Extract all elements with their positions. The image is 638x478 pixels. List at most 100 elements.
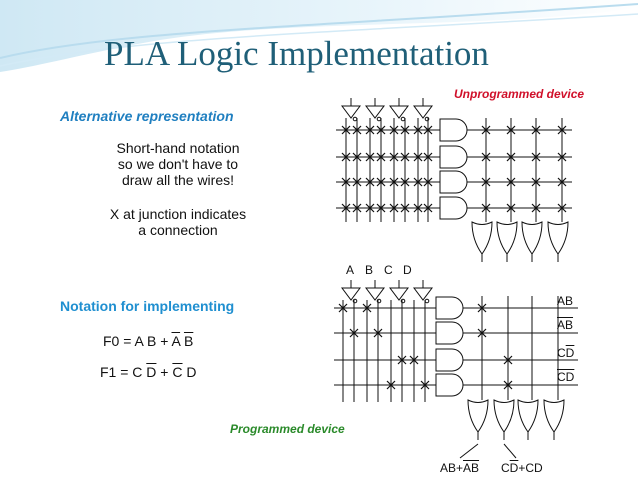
u-cross-0-6: [413, 125, 423, 135]
u-or-gate-3: [547, 221, 569, 255]
u-cross-3-7: [423, 203, 433, 213]
u-cross-3-0: [341, 203, 351, 213]
f1-cbar: C: [172, 364, 183, 380]
p-input-buffer-3: [413, 287, 433, 301]
p-and-gate-3: [435, 373, 464, 397]
f1-prefix: F1 = C: [100, 364, 147, 380]
output-1-part1: AB+: [440, 461, 464, 475]
u-or-gate-2: [521, 221, 543, 255]
u-cross-2-0: [341, 177, 351, 187]
u-input-buffer-1-bubble: [376, 116, 382, 122]
u-and-gate-3: [439, 196, 468, 220]
f1-suffix: D: [182, 364, 197, 380]
u-and-gate-2: [439, 170, 468, 194]
input-label-b: B: [365, 263, 374, 277]
product-label-2: AB: [557, 318, 573, 332]
u-cross-3-1: [352, 203, 362, 213]
u-input-buffer-3: [413, 105, 433, 119]
u-or-gate-0: [471, 221, 493, 255]
f0-bbar: B: [183, 333, 194, 349]
product-label-4: CD: [557, 370, 574, 384]
u-cross-1-5: [400, 152, 410, 162]
shorthand-line-2: so we don't have to: [117, 156, 239, 172]
p-cross-3-4: [386, 380, 396, 390]
u-cross-3-6: [413, 203, 423, 213]
p-output-leader-1: [459, 443, 479, 459]
equation-f0: F0 = A B + A B: [103, 333, 193, 349]
u-cross-1-2: [365, 152, 375, 162]
output-1-part2: AB: [463, 461, 480, 475]
u-cross-0-3: [376, 125, 386, 135]
p-input-buffer-1: [365, 287, 385, 301]
shorthand-line-1: Short-hand notation: [116, 140, 240, 156]
p-cross-2-6: [409, 355, 419, 365]
output-2-d: D: [534, 461, 543, 475]
u-cross-0-4: [389, 125, 399, 135]
u-input-buffer-0: [341, 105, 361, 119]
p-input-buffer-0: [341, 287, 361, 301]
product-4-text: CD: [557, 370, 575, 384]
u-cross-2-3: [376, 177, 386, 187]
p-cross-2-5: [397, 355, 407, 365]
output-2-plus-c: +C: [518, 461, 535, 475]
output-label-1: AB+AB: [440, 461, 479, 475]
p-cross-3-7: [420, 380, 430, 390]
p-cross-1-3: [373, 328, 383, 338]
product-1-text: AB: [557, 294, 574, 308]
f1-mid: +: [156, 364, 173, 380]
u-cross-3-2: [365, 203, 375, 213]
p-or-gate-3: [543, 399, 565, 433]
u-input-buffer-0-bubble: [352, 116, 358, 122]
p-or-gate-1: [493, 399, 515, 433]
p-or-gate-2: [517, 399, 539, 433]
u-cross-1-0: [341, 152, 351, 162]
p-and-gate-0: [435, 296, 464, 320]
u-cross-1-1: [352, 152, 362, 162]
input-label-a: A: [346, 263, 355, 277]
u-cross-2-6: [413, 177, 423, 187]
u-cross-1-7: [423, 152, 433, 162]
p-cross-0-2: [362, 303, 372, 313]
p-or-gate-0: [467, 399, 489, 433]
page-title: PLA Logic Implementation: [104, 34, 489, 73]
u-and-gate-1: [439, 145, 468, 169]
u-cross-2-2: [365, 177, 375, 187]
p-input-buffer-3-bubble: [424, 298, 430, 304]
u-input-buffer-1: [365, 105, 385, 119]
output-label-2: CD+CD: [501, 461, 543, 475]
product-3-dbar: D: [565, 346, 575, 360]
product-2-text: AB: [557, 318, 574, 332]
u-input-buffer-2-bubble: [400, 116, 406, 122]
p-cross-0-0: [338, 303, 348, 313]
x-junction-line-2: a connection: [138, 222, 218, 238]
f0-abar: A: [171, 333, 181, 349]
p-and-gate-2: [435, 348, 464, 372]
u-cross-0-5: [400, 125, 410, 135]
programmed-label: Programmed device: [230, 422, 345, 436]
u-input-buffer-2: [389, 105, 409, 119]
f0-prefix: F0 = A B +: [103, 333, 172, 349]
f1-dbar: D: [146, 364, 157, 380]
output-2-c: C: [501, 461, 510, 475]
p-and-gate-1: [435, 321, 464, 345]
shorthand-line-3: draw all the wires!: [121, 172, 235, 188]
product-label-3: CD: [557, 346, 574, 360]
output-2-dbar: D: [509, 461, 519, 475]
product-3-c: C: [557, 346, 566, 360]
p-cross-1-1: [349, 328, 359, 338]
u-cross-1-3: [376, 152, 386, 162]
u-cross-3-3: [376, 203, 386, 213]
u-cross-0-1: [352, 125, 362, 135]
u-cross-2-5: [400, 177, 410, 187]
product-label-1: AB: [557, 294, 573, 308]
u-cross-0-0: [341, 125, 351, 135]
header-swoosh: [0, 0, 638, 72]
u-cross-1-6: [413, 152, 423, 162]
equation-f1: F1 = C D + C D: [100, 364, 197, 380]
u-cross-2-4: [389, 177, 399, 187]
u-cross-2-7: [423, 177, 433, 187]
alt-representation-heading: Alternative representation: [60, 108, 234, 124]
u-or-gate-1: [496, 221, 518, 255]
u-cross-0-2: [365, 125, 375, 135]
